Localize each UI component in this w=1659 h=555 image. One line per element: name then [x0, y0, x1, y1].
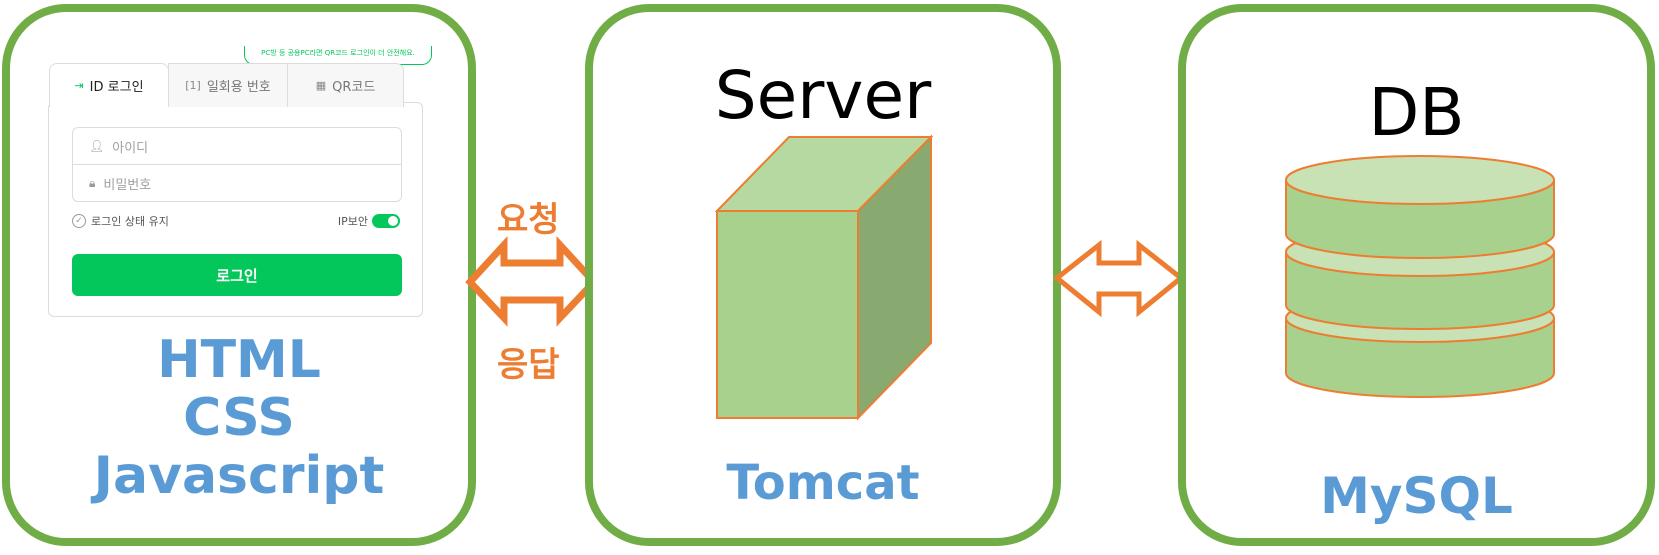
tab-label: 일회용 번호 — [206, 80, 271, 95]
toggle-switch[interactable] — [372, 214, 400, 228]
check-icon: ✓ — [72, 214, 86, 228]
tech-css: CSS — [183, 388, 295, 448]
keep-login-checkbox[interactable]: ✓ 로그인 상태 유지 — [72, 213, 169, 229]
ip-security-toggle[interactable]: IP보안 — [338, 213, 400, 229]
tab-id-login[interactable]: ⇥ ID 로그인 — [49, 63, 169, 107]
db-title: DB — [1368, 74, 1465, 151]
login-icon: ⇥ — [74, 79, 84, 92]
tab-one-time-number[interactable]: [1] 일회용 번호 — [168, 63, 288, 107]
client-panel: PC방 등 공용PC라면 QR코드 로그인이 더 안전해요. ⇥ ID 로그인 … — [2, 4, 476, 546]
password-placeholder: 비밀번호 — [103, 177, 152, 193]
tab-label: ID 로그인 — [89, 80, 144, 95]
id-input[interactable]: 👤︎ 아이디 — [72, 127, 402, 165]
tab-label: QR코드 — [332, 80, 376, 95]
server-panel: Server Tomcat — [585, 4, 1061, 546]
user-icon: 👤︎ — [89, 139, 105, 153]
login-form-card: PC방 등 공용PC라면 QR코드 로그인이 더 안전해요. ⇥ ID 로그인 … — [48, 46, 432, 317]
server-title: Server — [714, 57, 932, 134]
one-time-number-icon: [1] — [185, 79, 201, 92]
keep-login-label: 로그인 상태 유지 — [91, 215, 169, 228]
response-label: 응답 — [497, 345, 560, 385]
login-button[interactable]: 로그인 — [72, 254, 402, 296]
tab-qr-code[interactable]: ▦ QR코드 — [287, 63, 404, 107]
qr-code-icon: ▦ — [315, 79, 327, 92]
password-input[interactable]: 🔒︎ 비밀번호 — [72, 164, 402, 202]
tech-javascript: Javascript — [93, 446, 385, 506]
ip-security-label: IP보안 — [337, 215, 368, 228]
id-placeholder: 아이디 — [112, 140, 149, 156]
lock-icon: 🔒︎ — [89, 175, 96, 190]
request-label: 요청 — [497, 200, 560, 240]
tech-html: HTML — [157, 330, 321, 390]
tech-tomcat: Tomcat — [726, 455, 920, 511]
tech-mysql: MySQL — [1320, 467, 1513, 525]
